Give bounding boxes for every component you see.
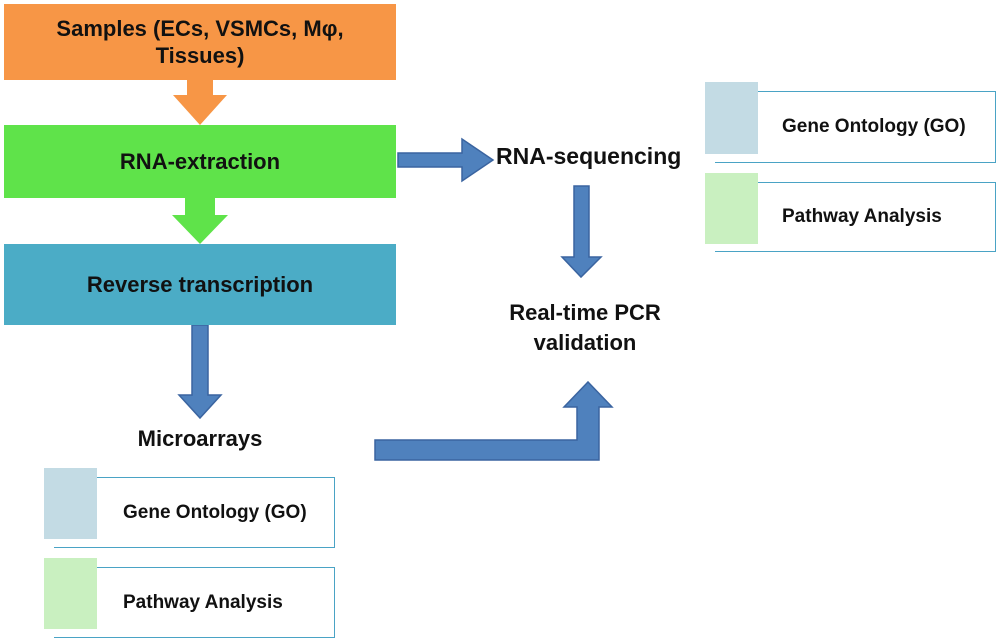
arrow-rt-to-microarrays: [177, 324, 223, 420]
rnaseq-go-card: [715, 91, 996, 163]
rnaseq-go-label: Gene Ontology (GO): [782, 116, 966, 137]
rnaseq-pathway-card: [715, 182, 996, 252]
microarray-go-card: [54, 477, 335, 548]
rna-extraction-box: RNA-extraction: [4, 125, 396, 198]
pathway-swatch-icon: [705, 173, 758, 244]
microarray-pathway-card: [54, 567, 335, 638]
rnaseq-pathway-label: Pathway Analysis: [782, 206, 942, 227]
arrow-rnaseq-to-pcr: [560, 185, 603, 279]
arrow-extraction-to-rt: [172, 198, 228, 244]
rna-sequencing-label: RNA-sequencing: [496, 143, 682, 169]
go-swatch-icon: [44, 468, 97, 539]
samples-box: Samples (ECs, VSMCs, Mφ, Tissues): [4, 4, 396, 80]
pathway-swatch-icon: [44, 558, 97, 629]
pcr-validation-label: Real-time PCR validation: [509, 300, 661, 355]
microarrays-label: Microarrays: [137, 426, 263, 451]
arrow-microarrays-to-pcr: [374, 380, 614, 461]
microarray-go-label: Gene Ontology (GO): [123, 502, 307, 523]
arrow-extraction-to-rnaseq: [397, 137, 495, 183]
microarray-pathway-label: Pathway Analysis: [123, 592, 283, 613]
samples-label: Samples (ECs, VSMCs, Mφ, Tissues): [56, 16, 344, 68]
go-swatch-icon: [705, 82, 758, 154]
arrow-samples-to-extraction: [173, 80, 227, 125]
rna-extraction-label: RNA-extraction: [119, 148, 281, 174]
reverse-transcription-label: Reverse transcription: [86, 271, 314, 297]
reverse-transcription-box: Reverse transcription: [4, 244, 396, 325]
